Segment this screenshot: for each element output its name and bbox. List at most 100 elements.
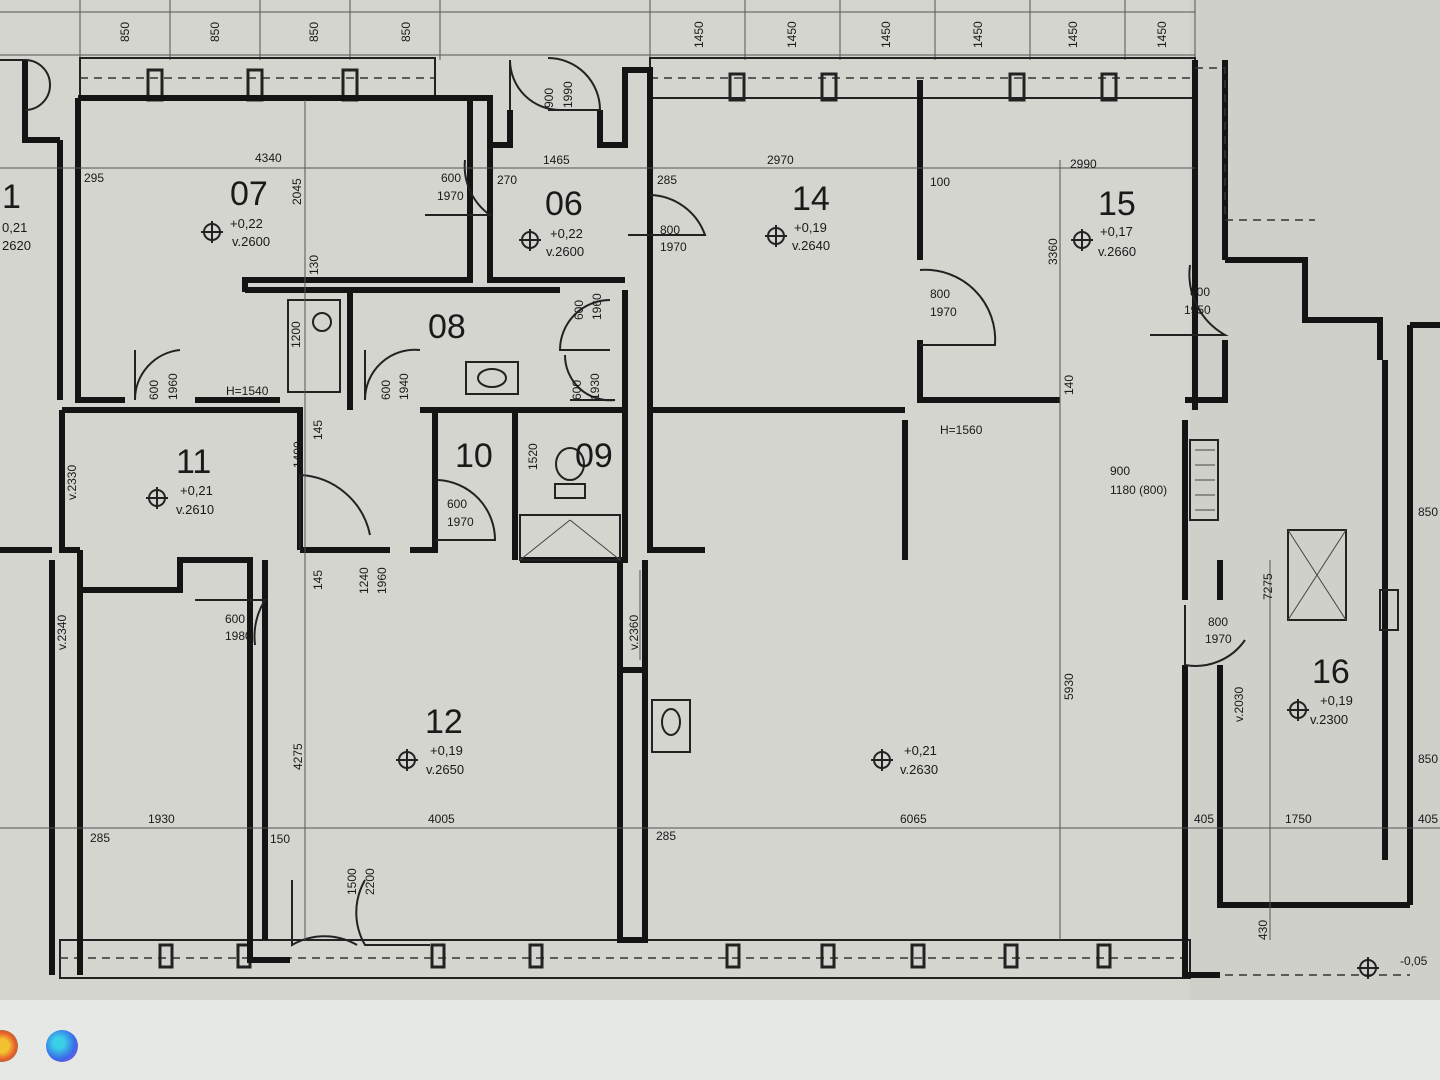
dashed-outline: [1195, 67, 1315, 221]
svg-text:140: 140: [1062, 375, 1076, 395]
svg-text:5930: 5930: [1062, 673, 1076, 700]
svg-text:v.2340: v.2340: [55, 615, 69, 650]
svg-text:1520: 1520: [526, 443, 540, 470]
svg-text:405: 405: [1194, 812, 1214, 826]
svg-text:900: 900: [542, 88, 556, 108]
wc-shaft: [519, 514, 621, 561]
room-height-11: v.2610: [176, 502, 214, 517]
svg-text:1960: 1960: [590, 293, 604, 320]
wc-bowl: [555, 447, 585, 481]
dim-top-1: 850: [118, 22, 132, 42]
svg-text:130: 130: [307, 255, 321, 275]
svg-text:285: 285: [657, 173, 677, 187]
svg-text:v.2030: v.2030: [1232, 687, 1246, 722]
svg-text:600: 600: [225, 612, 245, 626]
browser-icon[interactable]: [0, 1030, 18, 1062]
dim-top-8: 1450: [971, 21, 985, 48]
svg-text:800: 800: [660, 223, 680, 237]
svg-text:2990: 2990: [1070, 157, 1097, 171]
room-level-15: +0,17: [1100, 224, 1133, 239]
room-number-07: 07: [230, 175, 268, 213]
svg-text:600: 600: [570, 380, 584, 400]
svg-text:800: 800: [1190, 285, 1210, 299]
fixtures: [287, 299, 691, 753]
floor-plan: 850 850 850 850 1450 1450 1450 1450 1450…: [0, 0, 1440, 1000]
svg-text:1180 (800): 1180 (800): [1110, 483, 1167, 497]
room-height-13: v.2630: [900, 762, 938, 777]
room-level-12: +0,19: [430, 743, 463, 758]
svg-text:H=1540: H=1540: [226, 384, 269, 398]
svg-text:1940: 1940: [397, 373, 411, 400]
svg-text:1960: 1960: [166, 373, 180, 400]
svg-text:1990: 1990: [561, 81, 575, 108]
dim-top-3: 850: [307, 22, 321, 42]
margin-shade: [1190, 0, 1440, 1000]
svg-text:850: 850: [1418, 752, 1438, 766]
room-number-12: 12: [425, 703, 463, 741]
svg-text:295: 295: [84, 171, 104, 185]
shaft-symbol: [1189, 439, 1399, 631]
room-level-14: +0,19: [794, 220, 827, 235]
svg-text:1970: 1970: [1205, 632, 1232, 646]
level-markers: [146, 221, 1379, 979]
svg-text:6065: 6065: [900, 812, 927, 826]
svg-text:7275: 7275: [1261, 573, 1275, 600]
dim-top-4: 850: [399, 22, 413, 42]
washbasin-08: [465, 361, 519, 395]
room-height-15: v.2660: [1098, 244, 1136, 259]
room-height-16: v.2300: [1310, 712, 1348, 727]
svg-text:2970: 2970: [767, 153, 794, 167]
svg-text:1970: 1970: [660, 240, 687, 254]
svg-text:1490: 1490: [291, 441, 305, 468]
svg-text:430: 430: [1256, 920, 1270, 940]
dim-top-2: 850: [208, 22, 222, 42]
room-level-01: 0,21: [2, 220, 27, 235]
room-number-16: 16: [1312, 653, 1350, 691]
svg-text:1200: 1200: [289, 321, 303, 348]
dim-top-5: 1450: [692, 21, 706, 48]
svg-text:1240: 1240: [357, 567, 371, 594]
room-number-06: 06: [545, 185, 583, 223]
room-height-01: 2620: [2, 238, 31, 253]
room-level-16: +0,19: [1320, 693, 1353, 708]
dim-top-9: 1450: [1066, 21, 1080, 48]
room-level-11: +0,21: [180, 483, 213, 498]
svg-text:150: 150: [270, 832, 290, 846]
room-number-11: 11: [176, 443, 211, 481]
svg-text:270: 270: [497, 173, 517, 187]
svg-text:1970: 1970: [447, 515, 474, 529]
svg-text:3360: 3360: [1046, 238, 1060, 265]
room-number-14: 14: [792, 180, 830, 218]
svg-text:1930: 1930: [588, 373, 602, 400]
svg-text:2045: 2045: [290, 178, 304, 205]
svg-text:1930: 1930: [148, 812, 175, 826]
svg-text:4275: 4275: [291, 743, 305, 770]
svg-text:4340: 4340: [255, 151, 282, 165]
dim-top-7: 1450: [879, 21, 893, 48]
room-level-07: +0,22: [230, 216, 263, 231]
svg-text:1465: 1465: [543, 153, 570, 167]
room-height-06: v.2600: [546, 244, 584, 259]
top-dimension-chain: 850 850 850 850 1450 1450 1450 1450 1450…: [0, 0, 1196, 60]
svg-text:800: 800: [930, 287, 950, 301]
taskbar: [0, 1000, 1440, 1080]
room-level-13: +0,21: [904, 743, 937, 758]
copilot-icon[interactable]: [46, 1030, 78, 1062]
svg-text:1980: 1980: [225, 629, 252, 643]
dim-top-10: 1450: [1155, 21, 1169, 48]
svg-text:v.2330: v.2330: [65, 465, 79, 500]
svg-text:900: 900: [1110, 464, 1130, 478]
dimension-labels: 4340 295 2045 1465 270 285 2970 2990 100…: [55, 81, 1438, 968]
svg-text:1970: 1970: [437, 189, 464, 203]
room-number-08: 08: [428, 308, 466, 346]
room-number-09: 09: [575, 437, 613, 475]
dim-top-6: 1450: [785, 21, 799, 48]
svg-text:H=1560: H=1560: [940, 423, 983, 437]
svg-text:285: 285: [656, 829, 676, 843]
svg-text:4005: 4005: [428, 812, 455, 826]
room-number-15: 15: [1098, 185, 1136, 223]
svg-text:850: 850: [1418, 505, 1438, 519]
svg-text:600: 600: [147, 380, 161, 400]
svg-text:800: 800: [1208, 615, 1228, 629]
